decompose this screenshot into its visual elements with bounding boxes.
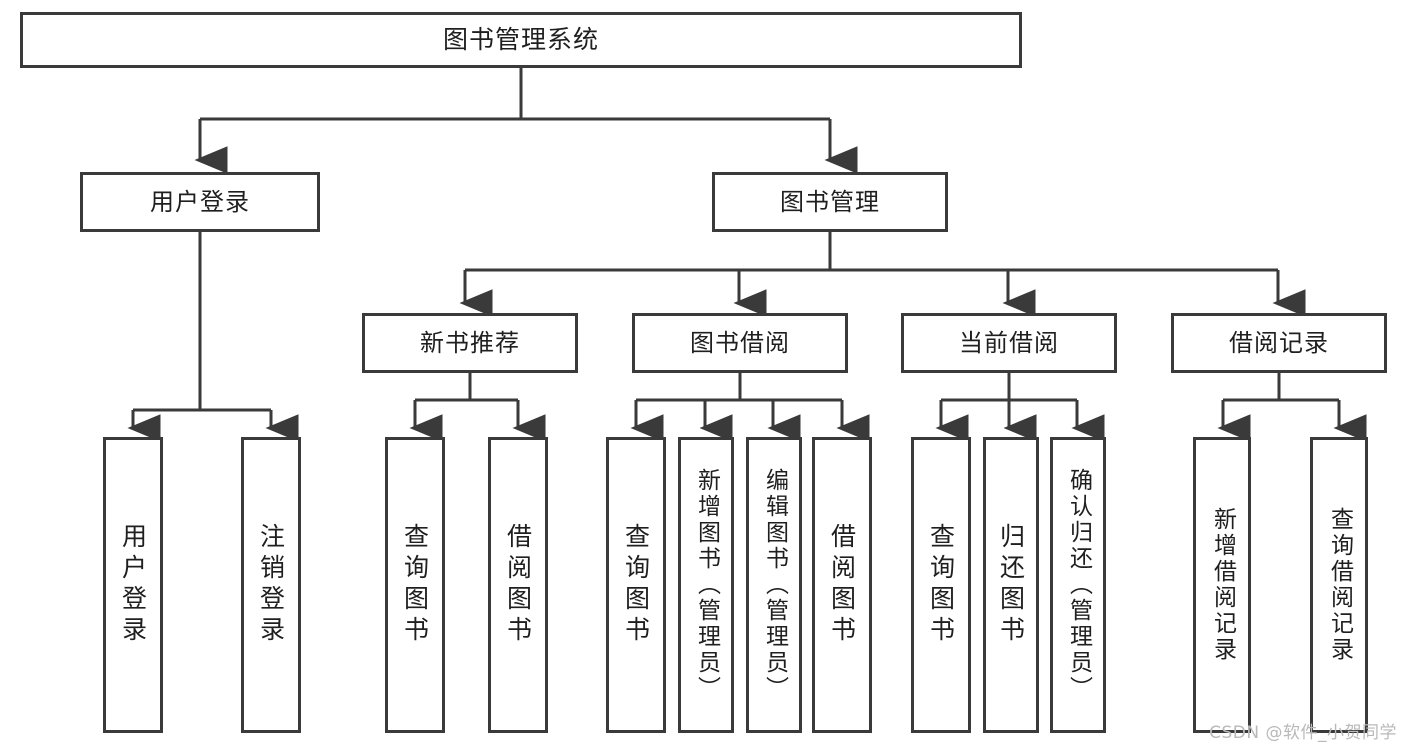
leaf-borrow-book-2-label: 借阅图书 — [827, 523, 857, 647]
node-new-book-rec[interactable]: 新书推荐 — [362, 313, 578, 373]
leaf-user-login-label: 用户登录 — [118, 523, 148, 647]
node-book-manage-label: 图书管理 — [780, 187, 880, 216]
node-user-login[interactable]: 用户登录 — [80, 172, 320, 232]
leaf-add-book-label: 新增图书（管理员） — [693, 468, 720, 702]
leaf-confirm-return-label: 确认归还（管理员） — [1065, 468, 1092, 702]
node-current-borrow-label: 当前借阅 — [959, 328, 1059, 357]
leaf-query-book-2[interactable]: 查询图书 — [606, 437, 666, 733]
leaf-query-book-3-label: 查询图书 — [926, 523, 956, 647]
leaf-user-login[interactable]: 用户登录 — [103, 437, 163, 733]
node-root[interactable]: 图书管理系统 — [20, 12, 1022, 68]
node-new-book-rec-label: 新书推荐 — [420, 328, 520, 357]
leaf-query-book-2-label: 查询图书 — [621, 523, 651, 647]
node-book-borrow-label: 图书借阅 — [690, 328, 790, 357]
node-current-borrow[interactable]: 当前借阅 — [901, 313, 1117, 373]
leaf-borrow-book-1-label: 借阅图书 — [503, 523, 533, 647]
leaf-add-record[interactable]: 新增借阅记录 — [1193, 437, 1251, 733]
leaf-query-book-1-label: 查询图书 — [400, 523, 430, 647]
node-user-login-label: 用户登录 — [150, 187, 250, 216]
leaf-logout-label: 注销登录 — [256, 523, 286, 647]
leaf-edit-book-label: 编辑图书（管理员） — [761, 468, 788, 702]
leaf-edit-book[interactable]: 编辑图书（管理员） — [746, 437, 802, 733]
node-borrow-record[interactable]: 借阅记录 — [1171, 313, 1387, 373]
leaf-borrow-book-2[interactable]: 借阅图书 — [812, 437, 872, 733]
leaf-add-book[interactable]: 新增图书（管理员） — [678, 437, 734, 733]
leaf-query-book-1[interactable]: 查询图书 — [385, 437, 445, 733]
node-borrow-record-label: 借阅记录 — [1229, 328, 1329, 357]
leaf-query-record[interactable]: 查询借阅记录 — [1310, 437, 1368, 733]
leaf-borrow-book-1[interactable]: 借阅图书 — [488, 437, 548, 733]
leaf-confirm-return[interactable]: 确认归还（管理员） — [1050, 437, 1106, 733]
leaf-return-book[interactable]: 归还图书 — [983, 437, 1039, 733]
node-book-manage[interactable]: 图书管理 — [712, 172, 948, 232]
node-root-label: 图书管理系统 — [442, 25, 599, 55]
leaf-logout[interactable]: 注销登录 — [241, 437, 301, 733]
node-book-borrow[interactable]: 图书借阅 — [632, 313, 848, 373]
leaf-add-record-label: 新增借阅记录 — [1209, 507, 1236, 663]
leaf-query-record-label: 查询借阅记录 — [1326, 507, 1353, 663]
leaf-query-book-3[interactable]: 查询图书 — [911, 437, 971, 733]
leaf-return-book-label: 归还图书 — [996, 523, 1026, 647]
